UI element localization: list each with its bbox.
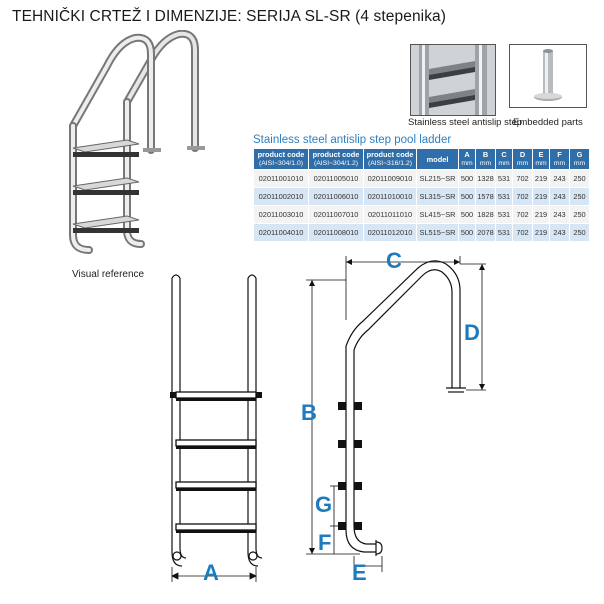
table-cell: 243 xyxy=(549,169,570,188)
antislip-step-photo xyxy=(410,44,496,116)
spec-table: product code(AISI~304/1.0) product code(… xyxy=(253,148,590,242)
table-cell: 02011005010 xyxy=(308,169,364,188)
table-cell: 702 xyxy=(512,169,533,188)
dimension-a-line xyxy=(171,567,257,582)
table-cell: 531 xyxy=(495,205,513,224)
table-cell: 02011001010 xyxy=(253,169,309,188)
embedded-parts-caption: Embedded parts xyxy=(513,117,583,128)
side-view-drawing xyxy=(306,256,486,572)
table-cell: 1328 xyxy=(475,169,496,188)
table-cell: 531 xyxy=(495,187,513,206)
table-cell: 02011012010 xyxy=(363,223,417,242)
header-code-316-12: product code(AISI~316/1.2) xyxy=(363,148,417,170)
table-cell: 531 xyxy=(495,223,513,242)
dimension-g-label: G xyxy=(315,492,333,517)
table-cell: 243 xyxy=(549,223,570,242)
table-cell: 02011007010 xyxy=(308,205,364,224)
table-cell: 531 xyxy=(495,169,513,188)
visual-reference-caption: Visual reference xyxy=(72,269,145,280)
front-view-drawing xyxy=(170,274,263,582)
table-title: Stainless steel antislip step pool ladde… xyxy=(253,134,452,146)
table-cell: 243 xyxy=(549,205,570,224)
header-model: model xyxy=(416,148,459,170)
table-cell: 2078 xyxy=(475,223,496,242)
table-cell: 02011006010 xyxy=(308,187,364,206)
table-cell: SL515~SR xyxy=(416,223,459,242)
page-title: TEHNIČKI CRTEŽ I DIMENZIJE: SERIJA SL-SR… xyxy=(12,8,447,25)
dimension-e-label: E xyxy=(352,560,367,585)
table-cell: 500 xyxy=(458,205,476,224)
table-cell: SL315~SR xyxy=(416,187,459,206)
table-cell: 702 xyxy=(512,223,533,242)
dimension-f-label: F xyxy=(318,530,332,555)
table-cell: 500 xyxy=(458,223,476,242)
table-cell: 243 xyxy=(549,187,570,206)
table-cell: 02011002010 xyxy=(253,187,309,206)
table-cell: 02011009010 xyxy=(363,169,417,188)
table-cell: 219 xyxy=(532,187,550,206)
table-row: 02011001010 02011005010 02011009010 SL21… xyxy=(253,169,590,188)
dimension-c-label: C xyxy=(386,248,402,273)
table-cell: 250 xyxy=(569,169,590,188)
table-cell: 1578 xyxy=(475,187,496,206)
table-row: 02011002010 02011006010 02011010010 SL31… xyxy=(253,187,590,206)
embedded-parts-photo xyxy=(509,44,587,108)
table-cell: 02011004010 xyxy=(253,223,309,242)
dimension-b-label: B xyxy=(301,400,317,425)
table-row: 02011003010 02011007010 02011011010 SL41… xyxy=(253,205,590,224)
table-cell: 500 xyxy=(458,169,476,188)
header-code-304-12: product code(AISI~304/1.2) xyxy=(308,148,364,170)
steps-front xyxy=(170,391,262,533)
embedded-parts-image xyxy=(534,49,562,101)
table-cell: 500 xyxy=(458,187,476,206)
table-cell: 02011008010 xyxy=(308,223,364,242)
table-cell: 219 xyxy=(532,169,550,188)
header-code-304-10: product code(AISI~304/1.0) xyxy=(253,148,309,170)
table-cell: 219 xyxy=(532,205,550,224)
table-cell: 702 xyxy=(512,205,533,224)
table-cell: 250 xyxy=(569,223,590,242)
table-cell: SL215~SR xyxy=(416,169,459,188)
table-row: 02011004010 02011008010 02011012010 SL51… xyxy=(253,223,590,242)
ladder-3d-illustration xyxy=(69,30,205,254)
dimension-a-label: A xyxy=(203,560,219,585)
table-header-row: product code(AISI~304/1.0) product code(… xyxy=(253,148,590,170)
table-cell: 250 xyxy=(569,205,590,224)
table-cell: 02011011010 xyxy=(363,205,417,224)
table-cell: 02011010010 xyxy=(363,187,417,206)
antislip-step-image xyxy=(411,45,495,115)
table-cell: 02011003010 xyxy=(253,205,309,224)
table-cell: SL415~SR xyxy=(416,205,459,224)
antislip-step-caption: Stainless steel antislip step xyxy=(408,117,523,128)
table-cell: 1828 xyxy=(475,205,496,224)
table-cell: 250 xyxy=(569,187,590,206)
dimension-d-label: D xyxy=(464,320,480,345)
table-cell: 219 xyxy=(532,223,550,242)
table-cell: 702 xyxy=(512,187,533,206)
